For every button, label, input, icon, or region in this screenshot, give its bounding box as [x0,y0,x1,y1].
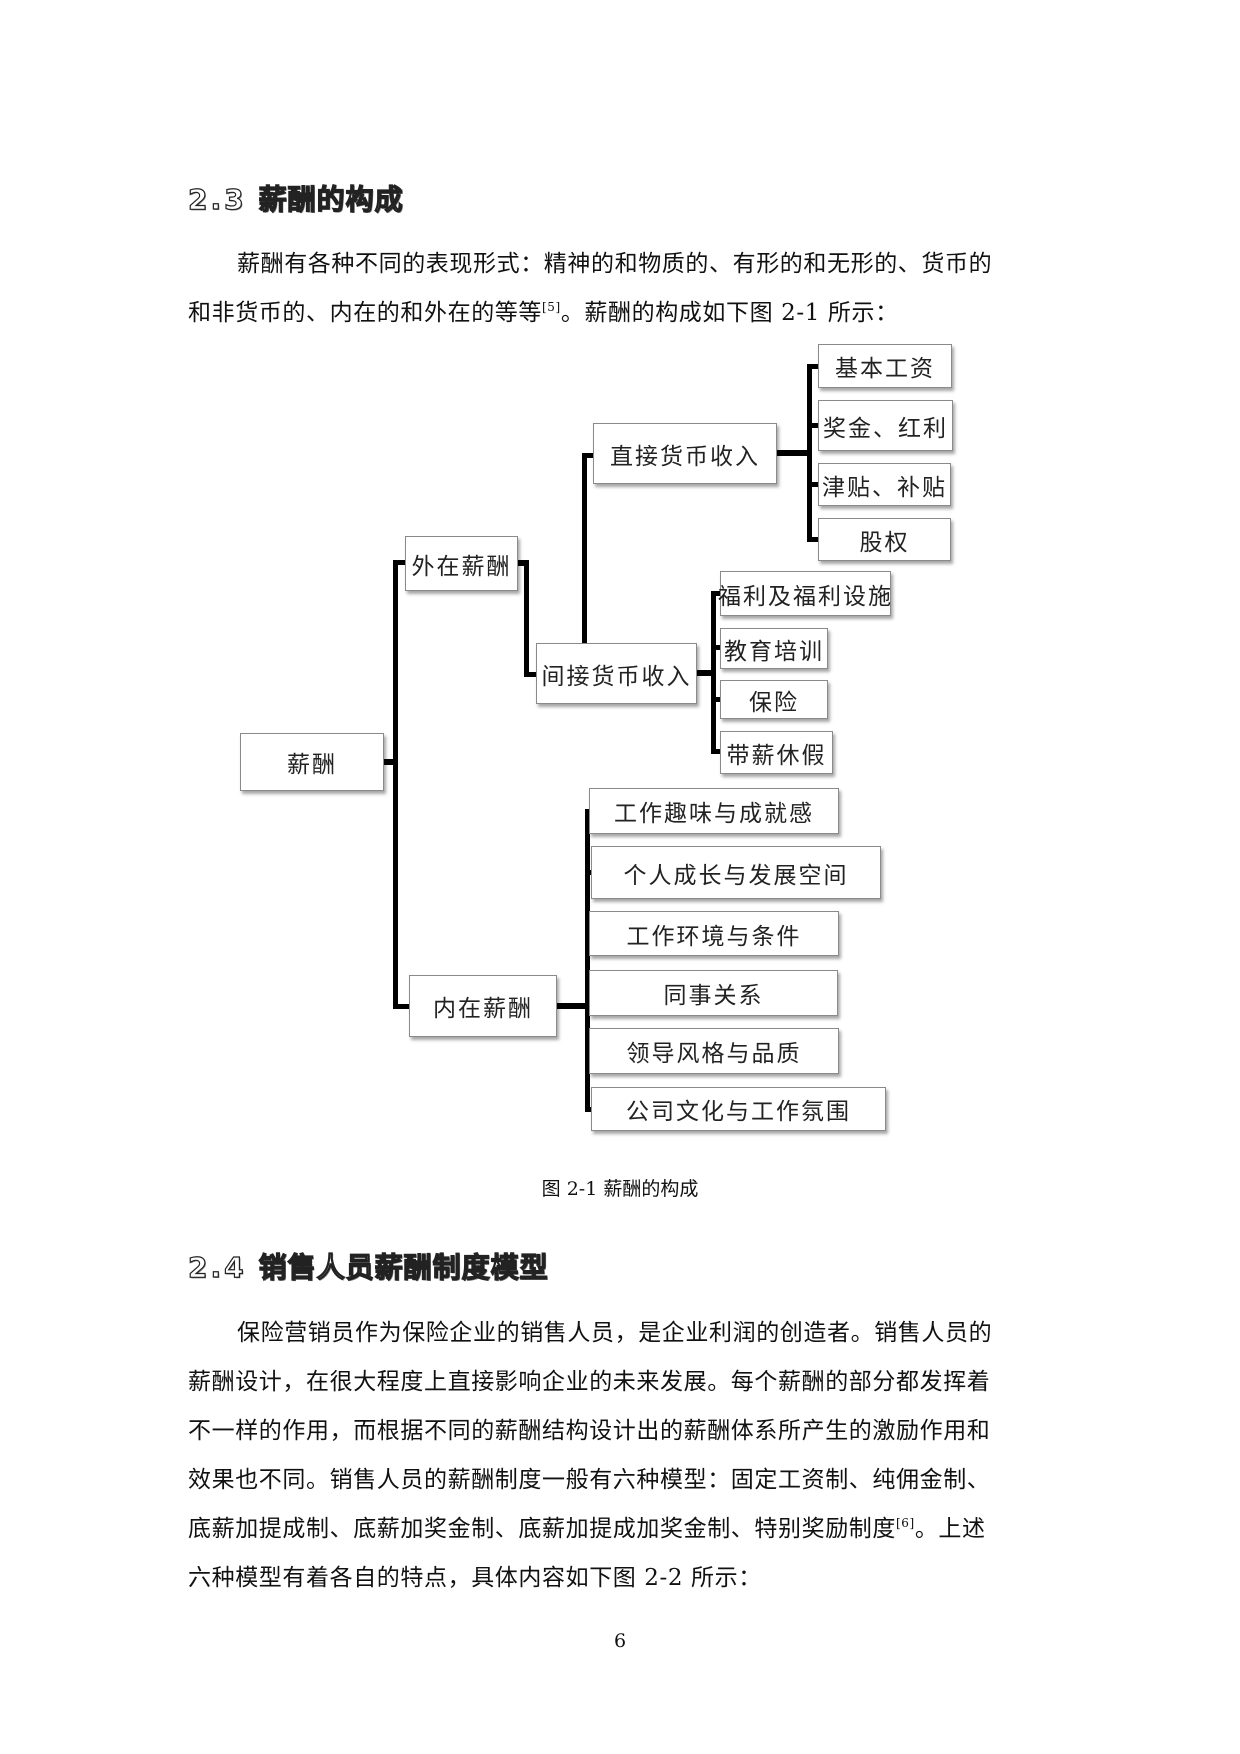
connector-line [585,932,590,937]
paragraph-line: 六种模型有着各自的特点，具体内容如下图 2-2 所示： [188,1565,762,1591]
connector-line [582,453,587,677]
section-heading-2-3: 2.3 薪酬的构成 [187,182,404,218]
paragraph-line: 保险营销员作为保险企业的销售人员，是企业利润的创造者。销售人员的 [237,1320,993,1346]
node-work-interest: 工作趣味与成就感 [589,788,839,834]
connector-line [517,560,529,566]
node-equity: 股权 [818,518,951,561]
models-paragraph: 保险营销员作为保险企业的销售人员，是企业利润的创造者。销售人员的 薪酬设计，在很… [188,1309,1052,1603]
connector-line [585,809,590,814]
section-heading-2-4: 2.4 销售人员薪酬制度模型 [187,1250,549,1286]
node-paid-leave: 带薪休假 [720,731,833,774]
paragraph-text: 。薪酬的构成如下图 2-1 所示： [560,300,899,326]
node-base-salary: 基本工资 [818,344,952,388]
section-number: 2.3 [187,182,247,216]
section-title: 薪酬的构成 [258,182,404,216]
section-title: 销售人员薪酬制度模型 [258,1250,549,1284]
citation[interactable]: [5] [542,300,561,314]
node-leadership-style: 领导风格与品质 [589,1028,839,1074]
intro-paragraph: 薪酬有各种不同的表现形式：精神的和物质的、有形的和无形的、货币的 和非货币的、内… [188,240,1052,338]
connector-line [807,537,819,542]
connector-line [524,672,536,677]
node-colleague-relations: 同事关系 [589,970,838,1016]
node-bonus-dividend: 奖金、红利 [818,400,953,451]
connector-line [807,364,819,369]
connector-line [585,809,590,1112]
connector-line [711,591,716,754]
connector-line [711,697,721,702]
node-insurance: 保险 [720,680,828,719]
connector-line [556,1003,590,1009]
connector-line [711,645,721,650]
node-direct-income: 直接货币收入 [593,423,777,484]
connector-line [711,749,721,754]
connector-line [776,450,812,456]
node-intrinsic: 内在薪酬 [409,975,557,1037]
connector-line [393,560,405,565]
connector-line [807,423,819,428]
paragraph-line: 不一样的作用，而根据不同的薪酬结构设计出的薪酬体系所产生的激励作用和 [188,1418,991,1444]
connector-line [383,759,397,765]
node-root: 薪酬 [240,733,384,791]
paragraph-text: 和非货币的、内在的和外在的等等 [188,300,542,326]
figure-caption: 图 2-1 薪酬的构成 [541,1178,699,1200]
connector-line [696,670,716,676]
node-allowance-subsidy: 津贴、补贴 [818,463,951,506]
paragraph-line: 底薪加提成制、底薪加奖金制、底薪加提成加奖金制、特别奖励制度[6]。上述 [188,1505,1052,1554]
paragraph-text: 。上述 [914,1516,986,1542]
node-extrinsic: 外在薪酬 [405,536,518,591]
connector-line [807,482,819,487]
node-welfare-facilities: 福利及福利设施 [718,571,891,616]
paragraph-line: 薪酬有各种不同的表现形式：精神的和物质的、有形的和无形的、货币的 [237,251,993,277]
paragraph-text: 底薪加提成制、底薪加奖金制、底薪加提成加奖金制、特别奖励制度 [188,1516,896,1542]
connector-line [711,591,721,596]
connector-line [585,870,591,875]
connector-line [585,1107,591,1112]
citation[interactable]: [6] [896,1516,915,1530]
connector-line [524,560,529,677]
paragraph-line: 效果也不同。销售人员的薪酬制度一般有六种模型：固定工资制、纯佣金制、 [188,1467,991,1493]
node-indirect-income: 间接货币收入 [536,643,697,704]
paragraph-line: 薪酬设计，在很大程度上直接影响企业的未来发展。每个薪酬的部分都发挥着 [188,1369,991,1395]
connector-line [807,364,812,542]
node-company-culture: 公司文化与工作氛围 [591,1087,886,1131]
node-education-training: 教育培训 [720,628,828,669]
connector-line [585,990,590,995]
connector-line [393,1004,409,1009]
node-personal-growth: 个人成长与发展空间 [591,846,881,899]
connector-line [585,1049,590,1054]
connector-line [582,453,594,458]
connector-line [393,563,398,1009]
paragraph-line: 和非货币的、内在的和外在的等等[5]。薪酬的构成如下图 2-1 所示： [188,289,1052,338]
node-work-environment: 工作环境与条件 [589,911,839,956]
page-number: 6 [613,1630,627,1652]
section-number: 2.4 [187,1250,247,1284]
